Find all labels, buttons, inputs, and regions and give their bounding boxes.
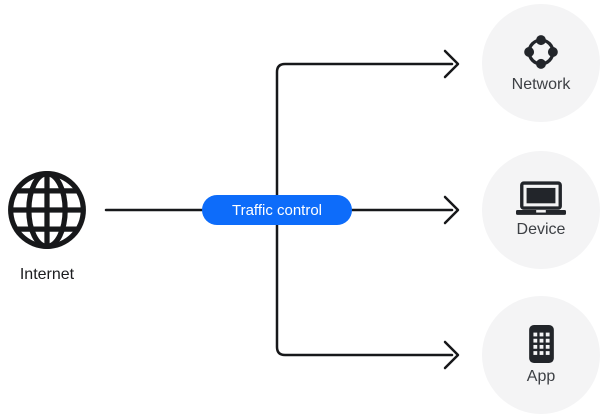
app-grid-icon [528, 324, 554, 363]
traffic-control-label: Traffic control [231, 201, 323, 219]
line-branch-to-network [275, 62, 454, 212]
device-node: Device [482, 151, 600, 269]
arrowhead-network [443, 49, 460, 79]
network-label: Network [511, 75, 571, 93]
device-label: Device [516, 221, 566, 238]
network-node: Network [482, 4, 600, 122]
traffic-control-badge: Traffic control [202, 195, 352, 225]
globe-icon [8, 171, 86, 249]
network-nodes-icon [524, 34, 558, 69]
app-node: App [482, 296, 600, 414]
internet-label: Internet [19, 266, 75, 283]
line-branch-to-app [275, 208, 454, 357]
arrowhead-device [443, 195, 460, 225]
arrowhead-app [443, 340, 460, 370]
laptop-icon [516, 181, 566, 215]
app-label: App [526, 367, 556, 385]
internet-node [4, 167, 90, 253]
